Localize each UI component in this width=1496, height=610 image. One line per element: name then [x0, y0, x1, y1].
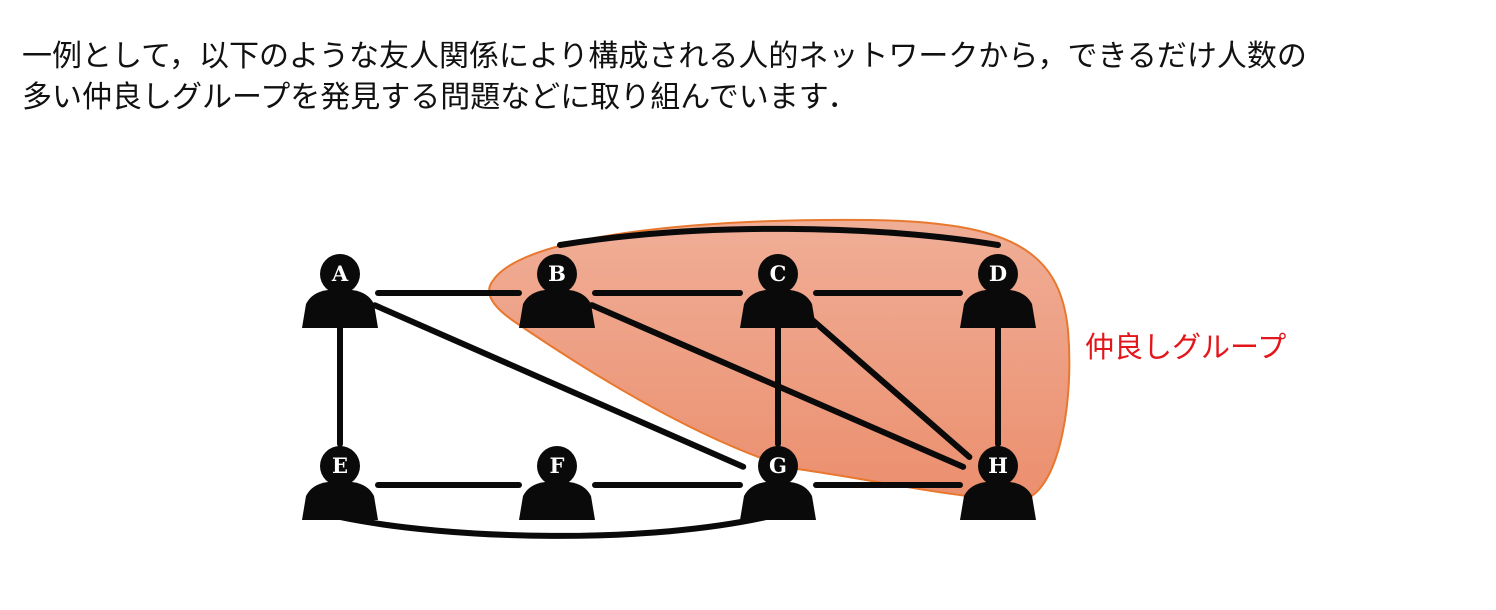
- person-head: [537, 254, 577, 294]
- person-icon: [302, 482, 378, 520]
- person-icon: [960, 482, 1036, 520]
- caption: 一例として，以下のような友人関係により構成される人的ネットワークから，できるだけ…: [22, 36, 1482, 118]
- person-head: [537, 446, 577, 486]
- person-node-c: C: [740, 254, 816, 328]
- person-head: [978, 254, 1018, 294]
- person-icon: [960, 290, 1036, 328]
- person-head: [758, 446, 798, 486]
- edge-e-g: [337, 512, 778, 539]
- node-label: A: [331, 261, 349, 286]
- caption-line-2: 多い仲良しグループを発見する問題などに取り組んでいます．: [22, 80, 858, 115]
- node-label: G: [769, 453, 787, 478]
- person-icon: [519, 482, 595, 520]
- node-label: B: [548, 261, 566, 286]
- person-node-d: D: [960, 254, 1036, 328]
- node-label: C: [770, 261, 787, 286]
- node-label: E: [332, 453, 348, 478]
- person-icon: [740, 290, 816, 328]
- person-node-a: A: [302, 254, 378, 328]
- edge-a-g: [371, 302, 747, 470]
- person-head: [758, 254, 798, 294]
- person-head: [320, 446, 360, 486]
- person-node-b: B: [519, 254, 595, 328]
- edge-b-d: [557, 225, 1001, 248]
- person-node-f: F: [519, 446, 595, 520]
- caption-line-1: 一例として，以下のような友人関係により構成される人的ネットワークから，できるだけ…: [22, 39, 1307, 74]
- person-icon: [740, 482, 816, 520]
- person-node-e: E: [302, 446, 378, 520]
- nodes: A B C D E F G H: [302, 254, 1036, 520]
- person-head: [978, 446, 1018, 486]
- node-label: F: [550, 453, 565, 478]
- node-label: H: [988, 453, 1008, 478]
- edges: [337, 225, 1001, 539]
- edge-c-h: [803, 311, 973, 461]
- person-node-h: H: [960, 446, 1036, 520]
- person-icon: [519, 290, 595, 328]
- friend-group-label: 仲良しグループ: [1085, 330, 1286, 364]
- person-head: [320, 254, 360, 294]
- person-node-g: G: [740, 446, 816, 520]
- person-icon: [302, 290, 378, 328]
- node-label: D: [989, 261, 1007, 286]
